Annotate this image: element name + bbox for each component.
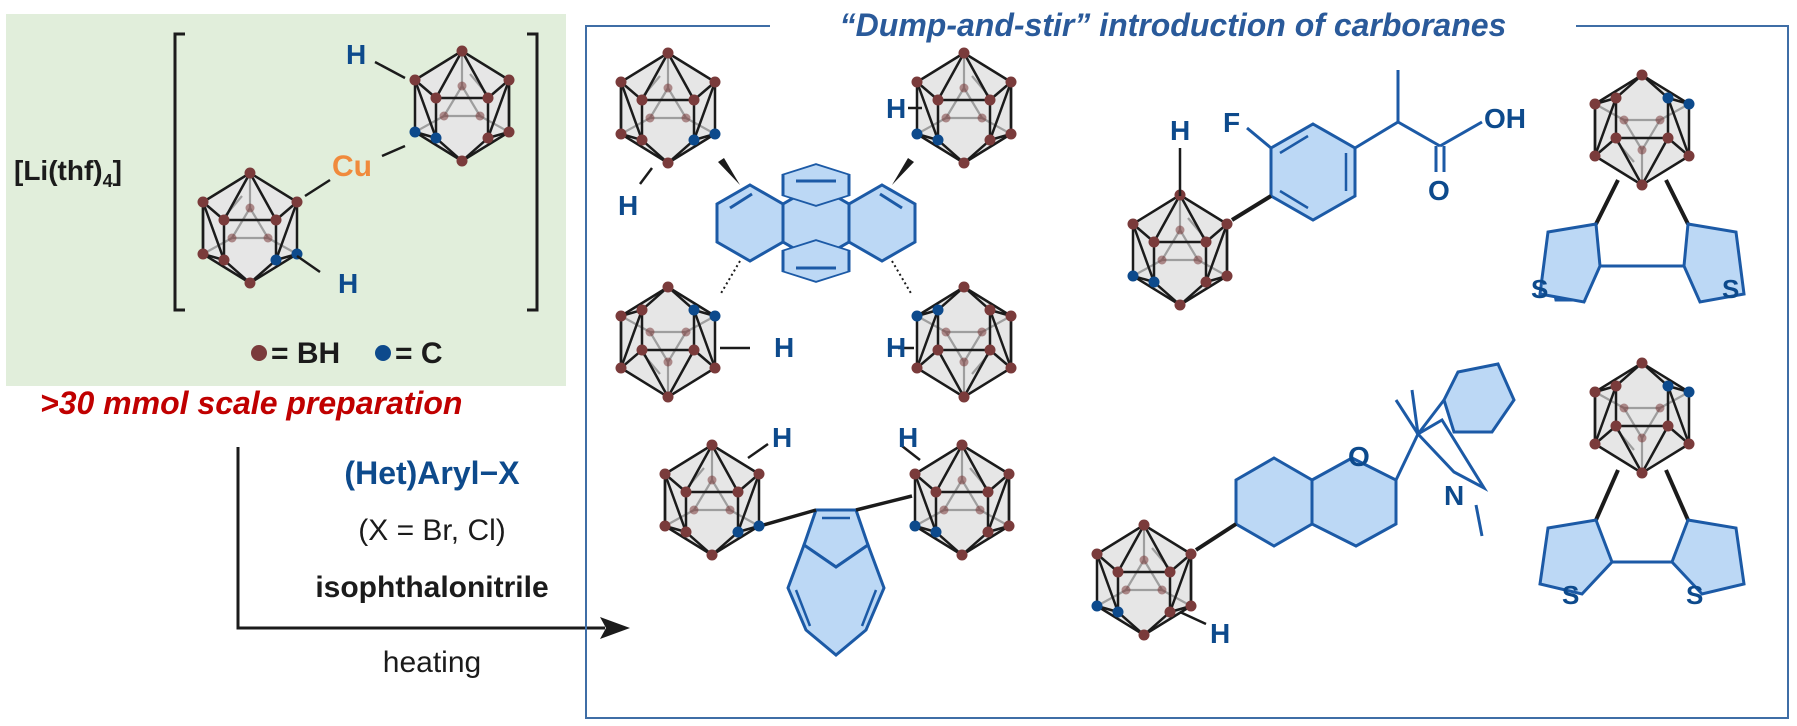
product-spiropyran: O N H [1090,362,1516,649]
h-label-flurbiprofen: H [1170,115,1190,146]
arrow-head [600,617,630,639]
left-bracket [173,32,185,312]
scale-note: >30 mmol scale preparation [40,385,462,421]
heating-label: heating [383,646,481,679]
indoline-n-label: N [1444,480,1464,511]
f-label: F [1223,107,1240,138]
halide-note: (X = Br, Cl) [358,514,506,547]
h-bond-bottom [296,254,321,274]
carbonyl-o-label: O [1428,175,1450,206]
h-label-pyrene-1: H [618,190,638,221]
products-box [585,25,1789,719]
h-bond-top [374,60,406,80]
product-flurbiprofen: F OH O H [1126,70,1526,312]
c-legend-label: = C [395,337,443,370]
cu-bond-1 [304,178,331,198]
product-azulene: H H [658,422,1016,657]
s-label-1a: S [1531,274,1548,304]
s-label-2b: S [1686,580,1703,610]
oh-label: OH [1484,103,1526,134]
pyran-o-label: O [1348,441,1370,472]
h-label-top: H [346,39,366,70]
product-pyrene: H H H H [614,46,1018,404]
product-bithiophene-1: S S [1531,68,1746,304]
box-title: “Dump-and-stir” introduction of carboran… [840,7,1507,43]
cu-bond-2 [381,144,406,158]
cation-label: [Li(thf)4] [14,155,122,191]
h-label-bottom: H [338,268,358,299]
h-label-pyrene-2: H [886,93,906,124]
bh-legend-label: = BH [271,337,340,370]
s-label-2a: S [1562,580,1579,610]
aryl-halide-label: (Het)Aryl−X [344,455,520,491]
right-bracket [527,32,539,312]
boron-legend-dot [251,345,267,361]
h-label-azulene-1: H [772,422,792,453]
h-label-pyrene-4: H [886,332,906,363]
h-label-spiropyran: H [1210,618,1230,649]
carbon-legend-dot [375,345,391,361]
h-label-azulene-2: H [898,422,918,453]
additive-label: isophthalonitrile [315,571,548,604]
product-bithiophene-2: S S [1538,356,1746,610]
s-label-1b: S [1722,274,1739,304]
h-label-pyrene-3: H [774,332,794,363]
copper-label: Cu [332,150,372,183]
reaction-arrow [236,447,605,630]
